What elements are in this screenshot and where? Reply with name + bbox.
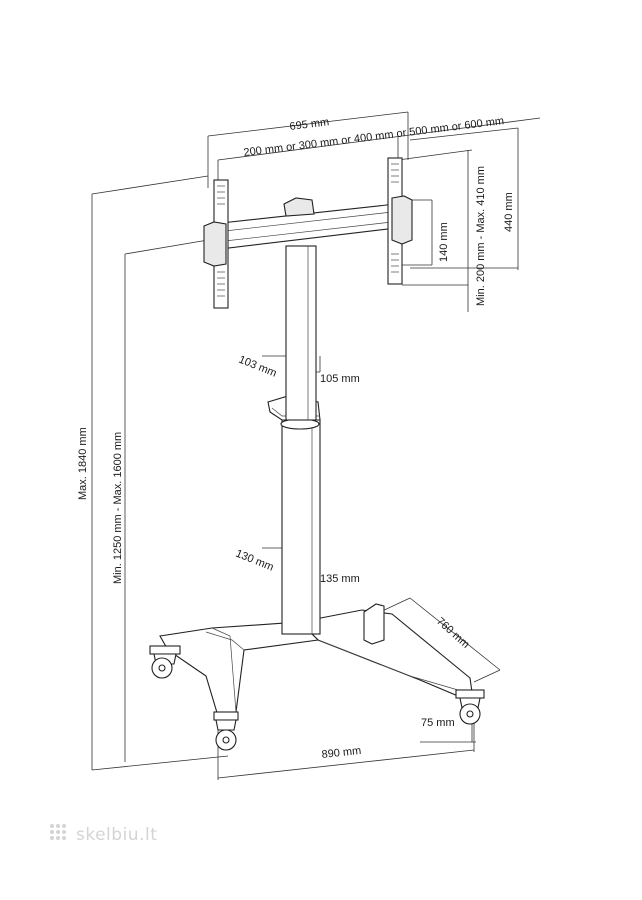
watermark-logo — [50, 824, 66, 840]
dim-lower-pole-width: 135 mm — [320, 573, 360, 585]
dim-bracket-height: 140 mm — [438, 222, 450, 262]
dim-base-width: 890 mm — [321, 745, 362, 761]
dim-base-depth: 760 mm — [434, 615, 472, 651]
dim-upper-pole-width: 105 mm — [320, 373, 360, 385]
stand-illustration — [149, 157, 485, 751]
top-clamp — [283, 197, 315, 217]
watermark: skelbiu.lt — [50, 824, 157, 845]
base-rear-stub — [363, 603, 385, 645]
lower-pole — [281, 419, 321, 635]
dim-lower-pole-depth: 130 mm — [234, 548, 275, 574]
caster-front — [213, 711, 239, 751]
caster-right — [455, 689, 485, 725]
dim-caster-height: 75 mm — [421, 717, 455, 729]
dim-vesa-vertical: Min. 200 mm - Max. 410 mm — [475, 166, 487, 306]
dim-arm-height: 440 mm — [503, 192, 515, 232]
upper-pole — [285, 245, 317, 421]
left-bracket-hook — [203, 221, 227, 267]
dim-vesa-horizontal: 200 mm or 300 mm or 400 mm or 500 mm or … — [243, 115, 505, 159]
dim-upper-pole-depth: 103 mm — [237, 354, 278, 380]
watermark-text: skelbiu.lt — [76, 825, 157, 845]
dim-max-height: Max. 1840 mm — [77, 427, 89, 500]
dim-mount-width: 695 mm — [289, 116, 330, 133]
right-bracket-hook — [391, 195, 413, 245]
base-left-leg — [159, 621, 320, 717]
dim-center-height: Min. 1250 mm - Max. 1600 mm — [112, 432, 124, 584]
caster-left — [149, 645, 181, 679]
